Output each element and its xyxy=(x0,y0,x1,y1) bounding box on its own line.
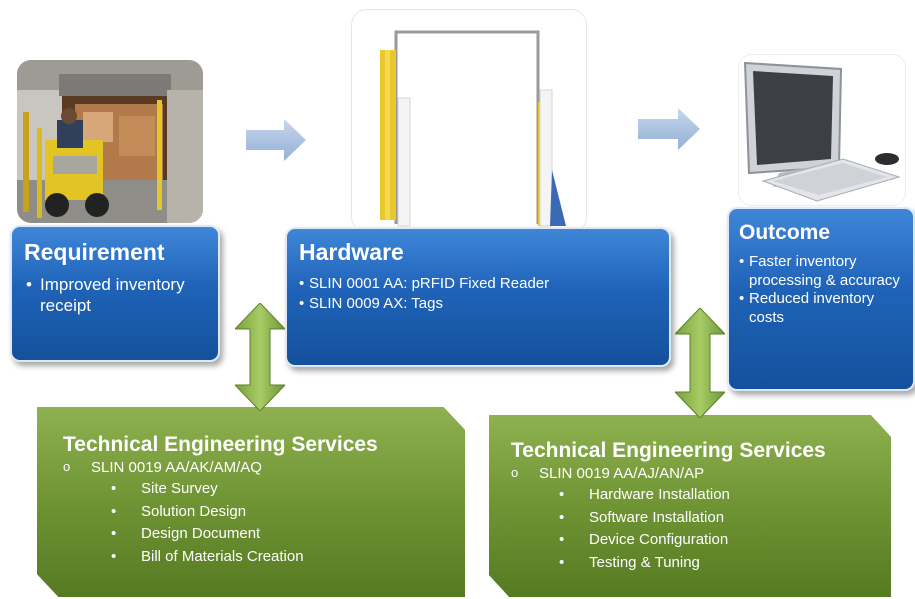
hardware-bullet-reader: SLIN 0001 AA: pRFID Fixed Reader xyxy=(297,274,659,294)
right-arrow-icon xyxy=(638,108,700,150)
services-right-item: Software Installation xyxy=(559,507,891,530)
outcome-title: Outcome xyxy=(739,221,831,244)
services-right-slin: SLIN 0019 AA/AJ/AN/AP xyxy=(511,465,891,482)
services-right-box: Technical Engineering Services SLIN 0019… xyxy=(489,415,891,597)
requirement-box: Requirement Improved inventory receipt xyxy=(10,225,220,362)
services-left-item: Bill of Materials Creation xyxy=(111,546,465,569)
services-right-item: Testing & Tuning xyxy=(559,552,891,575)
services-right-title: Technical Engineering Services xyxy=(511,439,826,462)
services-left-title: Technical Engineering Services xyxy=(63,433,378,456)
rfid-portal-photo xyxy=(351,9,587,233)
outcome-box: Outcome Faster inventory processing & ac… xyxy=(727,207,915,391)
hardware-box: Hardware SLIN 0001 AA: pRFID Fixed Reade… xyxy=(285,227,671,367)
services-left-slin: SLIN 0019 AA/AK/AM/AQ xyxy=(63,459,465,476)
services-left-item: Solution Design xyxy=(111,501,465,524)
double-arrow-icon xyxy=(235,303,285,411)
services-right-item: Hardware Installation xyxy=(559,484,891,507)
requirement-bullet: Improved inventory receipt xyxy=(24,274,208,316)
requirement-title: Requirement xyxy=(24,239,165,265)
outcome-bullet-costs: Reduced inventory costs xyxy=(737,290,907,327)
double-arrow-icon xyxy=(675,308,725,418)
services-left-item: Site Survey xyxy=(111,478,465,501)
hardware-bullet-tags: SLIN 0009 AX: Tags xyxy=(297,294,659,314)
desktop-computer-photo xyxy=(738,54,906,206)
forklift-photo xyxy=(17,60,203,223)
hardware-title: Hardware xyxy=(299,239,404,265)
outcome-bullet-faster: Faster inventory processing & accuracy xyxy=(737,253,907,290)
right-arrow-icon xyxy=(246,119,306,161)
services-left-box: Technical Engineering Services SLIN 0019… xyxy=(37,407,465,597)
services-right-item: Device Configuration xyxy=(559,529,891,552)
services-left-item: Design Document xyxy=(111,523,465,546)
